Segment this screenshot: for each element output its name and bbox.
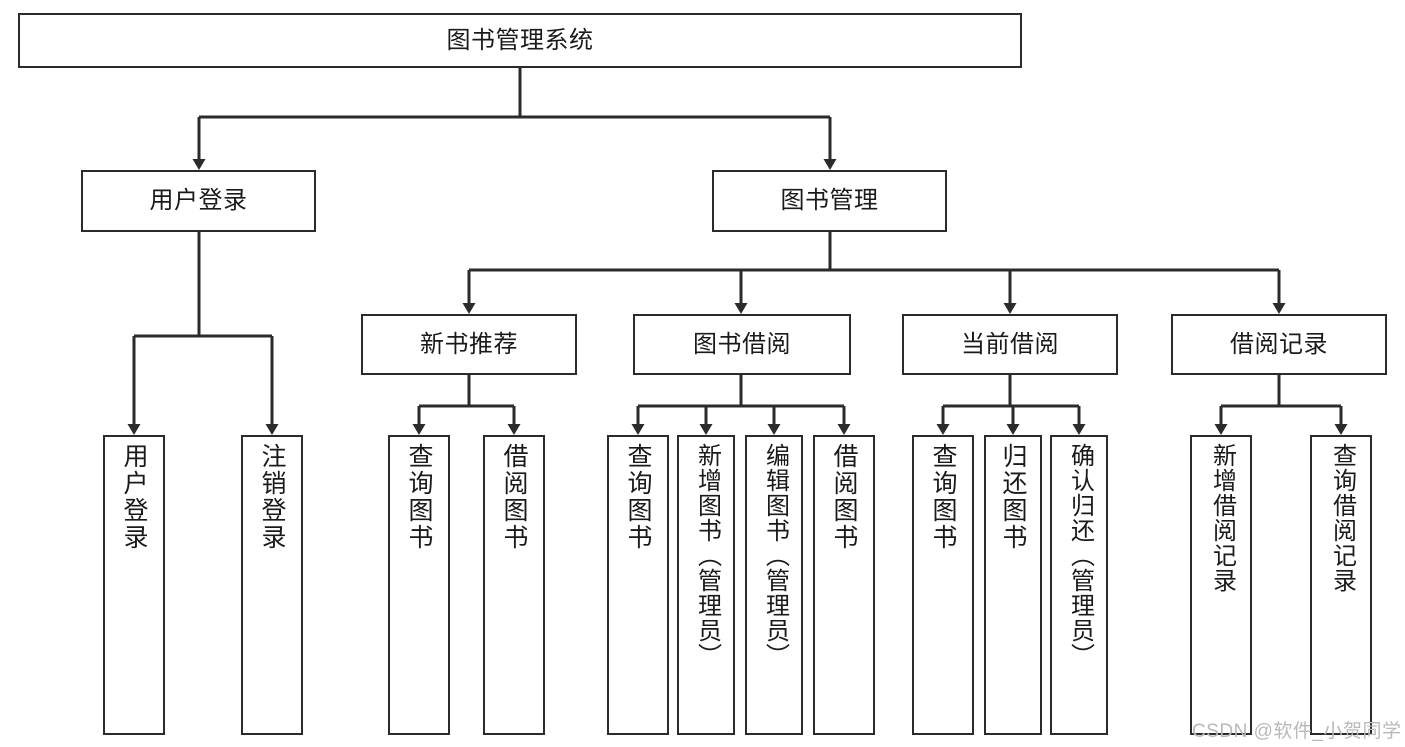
node-leaf-add-book[interactable]: 新增图书（管理员） [677,435,735,735]
node-leaf-query-borrow-record-label: 查询借阅记录 [1328,443,1356,593]
node-new-book-recommend-label: 新书推荐 [420,330,518,358]
node-current-borrow[interactable]: 当前借阅 [902,314,1118,375]
edge-paths [127,68,1348,435]
node-book-borrow[interactable]: 图书借阅 [633,314,851,375]
node-leaf-query-book-recommend-label: 查询图书 [405,443,433,551]
node-book-management-label: 图书管理 [780,187,879,215]
node-current-borrow-label: 当前借阅 [961,330,1059,358]
node-leaf-edit-book[interactable]: 编辑图书（管理员） [745,435,803,735]
node-leaf-borrow-book-recommend[interactable]: 借阅图书 [483,435,545,735]
node-leaf-query-book-borrow-label: 查询图书 [624,443,652,551]
node-new-book-recommend[interactable]: 新书推荐 [361,314,577,375]
node-leaf-edit-book-label: 编辑图书（管理员） [761,443,789,668]
node-book-borrow-label: 图书借阅 [693,330,791,358]
node-user-login[interactable]: 用户登录 [81,170,316,232]
node-leaf-query-book-recommend[interactable]: 查询图书 [388,435,450,735]
node-leaf-add-borrow-record-label: 新增借阅记录 [1208,443,1236,593]
node-leaf-confirm-return-label: 确认归还（管理员） [1066,443,1094,668]
node-leaf-borrow-book-recommend-label: 借阅图书 [500,443,528,551]
node-leaf-confirm-return[interactable]: 确认归还（管理员） [1050,435,1108,735]
node-leaf-add-borrow-record[interactable]: 新增借阅记录 [1190,435,1252,735]
node-leaf-user-logout-label: 注销登录 [258,443,286,551]
node-leaf-user-logout[interactable]: 注销登录 [241,435,303,735]
node-leaf-add-book-label: 新增图书（管理员） [693,443,721,668]
node-leaf-borrow-book-label: 借阅图书 [830,443,858,551]
node-root-label: 图书管理系统 [446,26,594,54]
node-leaf-user-login-label: 用户登录 [120,443,148,551]
node-leaf-user-login[interactable]: 用户登录 [103,435,165,735]
node-leaf-query-book-borrow[interactable]: 查询图书 [607,435,669,735]
node-root[interactable]: 图书管理系统 [18,13,1022,68]
node-leaf-query-borrow-record[interactable]: 查询借阅记录 [1310,435,1372,735]
node-leaf-borrow-book[interactable]: 借阅图书 [813,435,875,735]
node-borrow-record-label: 借阅记录 [1230,330,1328,358]
node-leaf-return-book-label: 归还图书 [999,443,1027,551]
csdn-watermark: CSDN @软件_小贺同学 [1192,721,1402,742]
node-leaf-query-book-current[interactable]: 查询图书 [912,435,974,735]
node-book-management[interactable]: 图书管理 [712,170,947,232]
node-user-login-label: 用户登录 [149,187,248,215]
node-borrow-record[interactable]: 借阅记录 [1171,314,1387,375]
node-leaf-return-book[interactable]: 归还图书 [984,435,1042,735]
node-leaf-query-book-current-label: 查询图书 [929,443,957,551]
